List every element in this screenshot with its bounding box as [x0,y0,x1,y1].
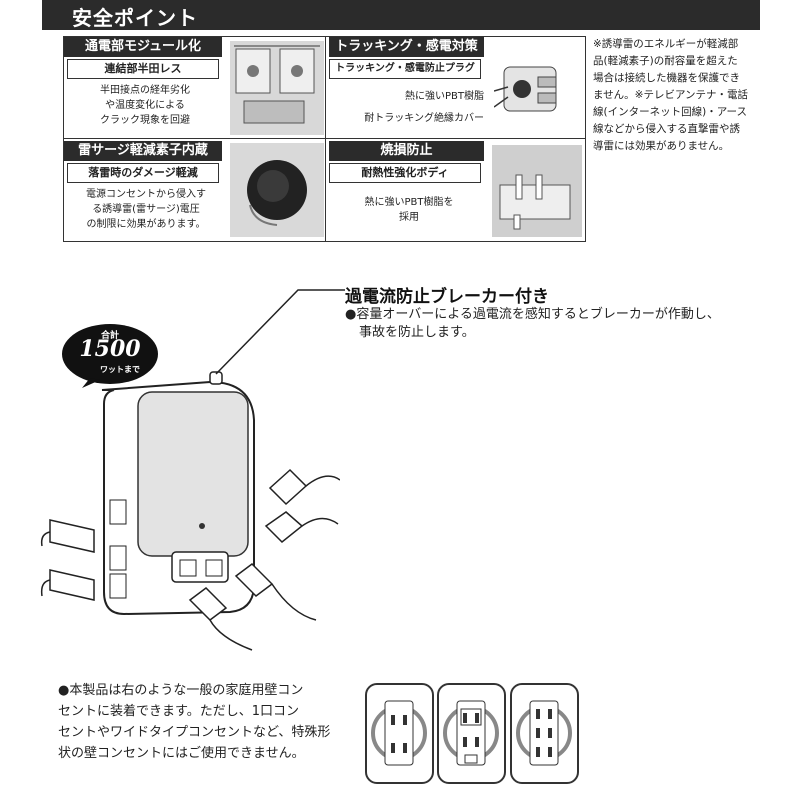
feature-subtitle: トラッキング・感電防止プラグ [329,59,481,79]
wattage-badge: 合計 1500 ワットまで [60,320,160,390]
wall-outlet-triple [510,683,579,784]
feature-title: トラッキング・感電対策 [329,37,484,57]
breaker-feature-title: 過電流防止ブレーカー付き [345,287,549,307]
badge-total-label: 合計 [100,331,119,341]
feature-title: 焼損防止 [329,141,484,161]
feature-title: 雷サージ軽減素子内蔵 [64,141,222,161]
body-photo [492,145,582,237]
feature-cell-tracking: トラッキング・感電対策 トラッキング・感電防止プラグ 熱に強いPBT樹脂 耐トラ… [326,37,585,139]
feature-subtitle: 落雷時のダメージ軽減 [67,163,219,183]
feature-cell-module: 通電部モジュール化 連結部半田レス 半田接点の経年劣化 や温度変化による クラッ… [64,37,326,139]
surge-disclaimer-note: ※誘導雷のエネルギーが軽減部 品(軽減素子)の耐容量を超えた 場合は接続した機器… [593,38,749,152]
wall-outlet-ground [437,683,506,784]
feature-subtitle: 耐熱性強化ボディ [329,163,481,183]
badge-wattage-value: 1500 [79,336,141,362]
surge-element-photo [230,143,324,237]
section-title: 安全ポイント [72,6,198,30]
badge-unit-label: ワットまで [100,365,140,374]
compatibility-note: ●本製品は右のような一般の家庭用壁コン セントに装着できます。ただし、1口コン … [58,683,331,761]
feature-label: 熱に強いPBT樹脂 [405,91,484,102]
safety-features-grid: 通電部モジュール化 連結部半田レス 半田接点の経年劣化 や温度変化による クラッ… [63,36,586,242]
module-photo [230,41,324,135]
wall-outlet-standard [365,683,434,784]
product-illustration [40,320,341,660]
feature-description: 電源コンセントから侵入す る誘導雷(雷サージ)電圧 の制限に効果があります。 [86,189,206,230]
feature-cell-burn-prevention: 焼損防止 耐熱性強化ボディ 熱に強いPBT樹脂を 採用 [326,139,585,241]
feature-cell-surge: 雷サージ軽減素子内蔵 落雷時のダメージ軽減 電源コンセントから侵入す る誘導雷(… [64,139,326,241]
feature-description: 熱に強いPBT樹脂を 採用 [364,197,454,223]
breaker-feature-description: ●容量オーバーによる過電流を感知するとブレーカーが作動し、 事故を防止します。 [345,307,720,340]
feature-description: 半田接点の経年劣化 や温度変化による クラック現象を回避 [100,85,190,126]
section-header: 安全ポイント [42,0,760,30]
feature-subtitle: 連結部半田レス [67,59,219,79]
feature-title: 通電部モジュール化 [64,37,222,57]
feature-label: 耐トラッキング絶縁カバー [364,113,484,124]
plug-photo [494,47,574,127]
